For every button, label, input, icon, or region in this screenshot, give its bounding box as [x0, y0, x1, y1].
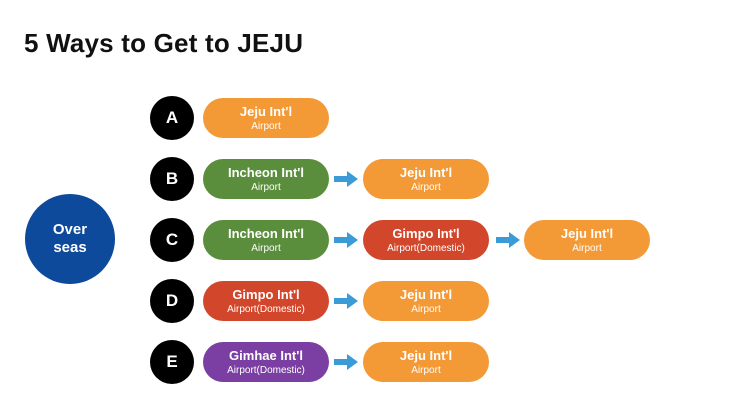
arrow-right-icon	[334, 171, 358, 187]
route-letter-badge: C	[150, 218, 194, 262]
page-title: 5 Ways to Get to JEJU	[24, 28, 304, 58]
arrow-right-icon	[334, 354, 358, 370]
route-letter-badge: B	[150, 157, 194, 201]
airport-type: Airport	[251, 181, 281, 193]
airport-type: Airport	[251, 120, 281, 132]
airport-type: Airport	[411, 181, 441, 193]
origin-label-line1: Over	[52, 221, 88, 238]
airport-name: Jeju Int'l	[560, 225, 614, 241]
airport-type: Airport	[572, 242, 602, 254]
airport-type: Airport(Domestic)	[387, 242, 465, 254]
airport-name: Jeju Int'l	[239, 103, 293, 119]
route-letter-badge: A	[150, 96, 194, 140]
airport-type: Airport	[251, 242, 281, 254]
airport-name: Gimpo Int'l	[392, 225, 460, 241]
airport-type: Airport(Domestic)	[227, 303, 305, 315]
airport-name: Incheon Int'l	[227, 225, 305, 241]
origin-node-overseas: Over seas	[25, 194, 115, 284]
airport-type: Airport(Domestic)	[227, 364, 305, 376]
airport-type: Airport	[411, 364, 441, 376]
arrow-right-icon	[334, 232, 358, 248]
route-letter-badge: E	[150, 340, 194, 384]
airport-name: Gimpo Int'l	[232, 286, 300, 302]
airport-name: Incheon Int'l	[227, 164, 305, 180]
airport-name: Jeju Int'l	[399, 347, 453, 363]
airport-type: Airport	[411, 303, 441, 315]
origin-label-line2: seas	[53, 239, 87, 256]
airport-name: Gimhae Int'l	[229, 347, 303, 363]
arrow-right-icon	[334, 293, 358, 309]
arrow-right-icon	[496, 232, 520, 248]
route-letter-badge: D	[150, 279, 194, 323]
airport-name: Jeju Int'l	[399, 164, 453, 180]
airport-name: Jeju Int'l	[399, 286, 453, 302]
